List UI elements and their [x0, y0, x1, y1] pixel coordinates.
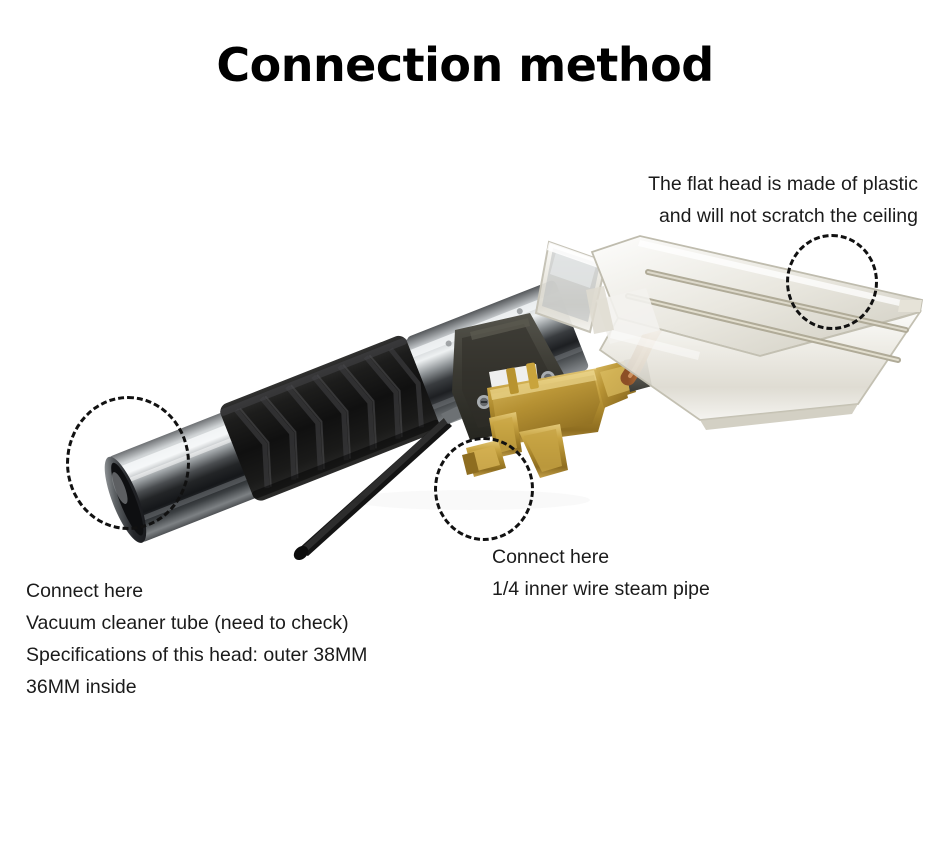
- annotation-flat-head-line1: The flat head is made of plastic: [648, 173, 918, 195]
- page-title: Connection method: [216, 38, 714, 92]
- callout-circle-vacuum-tube: [66, 396, 190, 530]
- annotation-steam-pipe: Connect here 1/4 inner wire steam pipe: [492, 541, 710, 605]
- annotation-flat-head: The flat head is made of plastic and wil…: [648, 168, 918, 232]
- annotation-vacuum-tube-line1: Connect here: [26, 580, 144, 602]
- annotation-flat-head-line2: and will not scratch the ceiling: [658, 205, 918, 227]
- annotation-vacuum-tube-line2: Vacuum cleaner tube (need to check): [26, 612, 349, 634]
- annotation-vacuum-tube-line4: 36MM inside: [26, 676, 137, 698]
- annotation-steam-pipe-line1: Connect here: [492, 546, 610, 568]
- callout-circle-flat-head: [786, 234, 878, 330]
- annotation-vacuum-tube-line3: Specifications of this head: outer 38MM: [26, 644, 368, 666]
- annotation-steam-pipe-line2: 1/4 inner wire steam pipe: [492, 578, 710, 600]
- rubber-grip: [220, 335, 440, 501]
- annotation-vacuum-tube: Connect here Vacuum cleaner tube (need t…: [26, 575, 367, 703]
- acrylic-collar: [534, 240, 608, 334]
- callout-circle-steam-port: [434, 437, 534, 541]
